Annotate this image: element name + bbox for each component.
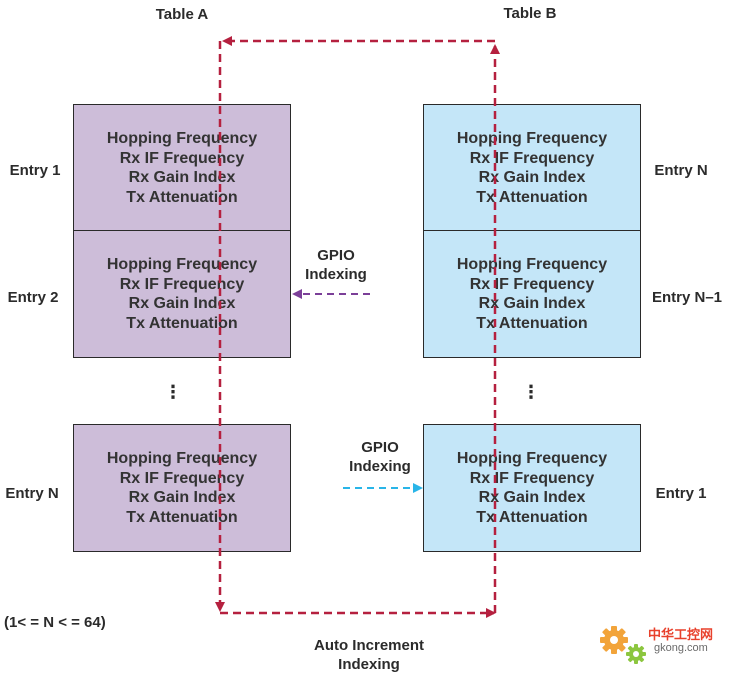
- table-a-entry-label: Entry 1: [9, 162, 61, 179]
- auto-increment-label: Auto Increment Indexing: [313, 637, 424, 673]
- table-b-entry-box: Hopping Frequency Rx IF Frequency Rx Gai…: [423, 230, 641, 358]
- field-tx-attenuation: Tx Attenuation: [476, 314, 588, 332]
- field-hopping-frequency: Hopping Frequency: [106, 256, 258, 273]
- table-a-ellipsis: ⋮: [164, 382, 182, 402]
- table-a-entry-label: Entry N: [5, 485, 59, 502]
- table-a-entry-box: Hopping Frequency Rx IF Frequency Rx Gai…: [73, 230, 291, 358]
- table-b-ellipsis: ⋮: [522, 382, 540, 402]
- gpio-indexing-label-b: GPIO Indexing: [349, 439, 411, 475]
- gpio-indexing-label-a: GPIO Indexing: [305, 247, 367, 283]
- field-rx-gain-index: Rx Gain Index: [478, 489, 586, 506]
- watermark-url: gkong.com: [654, 642, 708, 654]
- table-b-title: Table B: [503, 5, 557, 22]
- field-rx-gain-index: Rx Gain Index: [478, 169, 586, 186]
- table-b-entry-label: Entry N: [654, 162, 708, 179]
- range-note: (1< = N < = 64): [4, 614, 106, 631]
- field-rx-gain-index: Rx Gain Index: [128, 295, 236, 312]
- field-rx-if-frequency: Rx IF Frequency: [469, 275, 595, 293]
- field-hopping-frequency: Hopping Frequency: [456, 130, 608, 147]
- field-rx-gain-index: Rx Gain Index: [478, 295, 586, 312]
- watermark-logo: 中华工控网 gkong.com: [596, 620, 726, 668]
- field-tx-attenuation: Tx Attenuation: [476, 188, 588, 206]
- field-tx-attenuation: Tx Attenuation: [126, 314, 238, 332]
- field-rx-gain-index: Rx Gain Index: [128, 169, 236, 186]
- table-b-entry-label: Entry N–1: [651, 289, 723, 306]
- table-b-entry-box: Hopping Frequency Rx IF Frequency Rx Gai…: [423, 424, 641, 552]
- field-tx-attenuation: Tx Attenuation: [126, 508, 238, 526]
- watermark-text: 中华工控网: [648, 627, 714, 642]
- field-rx-if-frequency: Rx IF Frequency: [469, 469, 595, 487]
- field-rx-gain-index: Rx Gain Index: [128, 489, 236, 506]
- table-a-entry-box: Hopping Frequency Rx IF Frequency Rx Gai…: [73, 104, 291, 232]
- field-tx-attenuation: Tx Attenuation: [126, 188, 238, 206]
- field-hopping-frequency: Hopping Frequency: [106, 130, 258, 147]
- field-hopping-frequency: Hopping Frequency: [106, 450, 258, 467]
- field-tx-attenuation: Tx Attenuation: [476, 508, 588, 526]
- table-a-entry-box: Hopping Frequency Rx IF Frequency Rx Gai…: [73, 424, 291, 552]
- field-hopping-frequency: Hopping Frequency: [456, 256, 608, 273]
- table-b-entry-box: Hopping Frequency Rx IF Frequency Rx Gai…: [423, 104, 641, 232]
- table-b-entry-label: Entry 1: [655, 485, 707, 502]
- field-rx-if-frequency: Rx IF Frequency: [119, 149, 245, 167]
- table-a-entry-label: Entry 2: [7, 289, 59, 306]
- table-a-title: Table A: [155, 6, 209, 23]
- field-rx-if-frequency: Rx IF Frequency: [119, 469, 245, 487]
- field-hopping-frequency: Hopping Frequency: [456, 450, 608, 467]
- field-rx-if-frequency: Rx IF Frequency: [119, 275, 245, 293]
- field-rx-if-frequency: Rx IF Frequency: [469, 149, 595, 167]
- gear-icon: [600, 626, 646, 664]
